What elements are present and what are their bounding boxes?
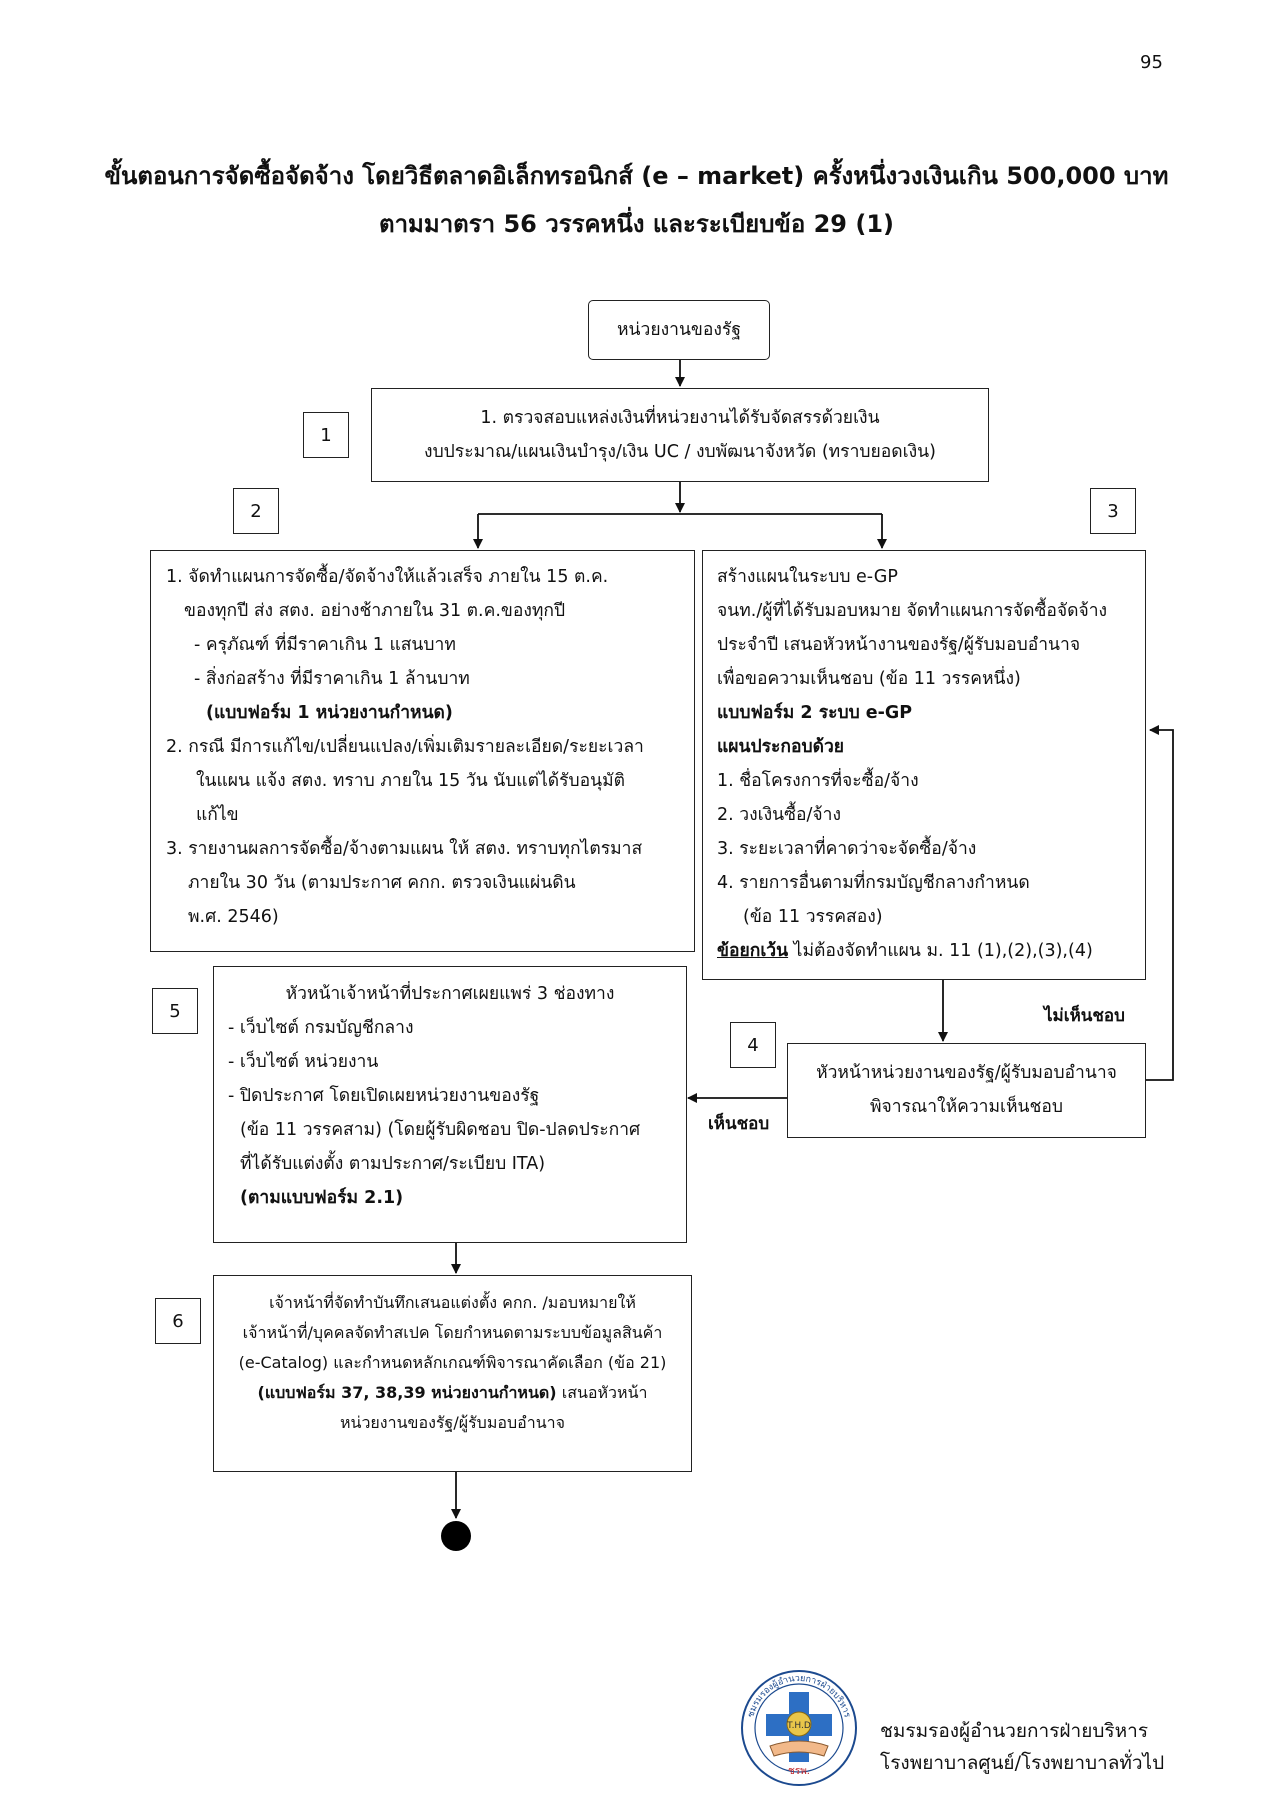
step3-number: 3 [1090,488,1136,534]
step1-line: 1. ตรวจสอบแหล่งเงินที่หน่วยงานได้รับจัดส… [480,408,880,428]
step6-box: เจ้าหน้าที่จัดทำบันทึกเสนอแต่งตั้ง คกก. … [213,1275,692,1472]
step6-line: เสนอหัวหน้า [561,1383,648,1402]
step6-line: เจ้าหน้าที่/บุคคลจัดทำสเปค โดยกำหนดตามระ… [242,1323,663,1342]
step1-box: 1. ตรวจสอบแหล่งเงินที่หน่วยงานได้รับจัดส… [371,388,989,482]
step3-line: 3. ระยะเวลาที่คาดว่าจะจัดซื้อ/จ้าง [717,839,977,859]
club-logo-icon: ชมรมรองผู้อำนวยการฝ่ายบริหาร T.H.D ชรพ. [741,1670,857,1786]
step2-line: ของทุกปี ส่ง สตง. อย่างช้าภายใน 31 ต.ค.ข… [184,601,566,621]
step3-line: แผนประกอบด้วย [717,737,845,757]
step5-line: - เว็บไซต์ กรมบัญชีกลาง [228,1018,414,1038]
step2-line: 1. จัดทำแผนการจัดซื้อ/จัดจ้างให้แล้วเสร็… [166,567,609,587]
step6-number: 6 [155,1298,201,1344]
step6-line: เจ้าหน้าที่จัดทำบันทึกเสนอแต่งตั้ง คกก. … [269,1293,636,1312]
logo-center-text: T.H.D [786,1721,811,1731]
step5-line: ที่ได้รับแต่งตั้ง ตามประกาศ/ระเบียบ ITA) [240,1154,546,1174]
step2-line: ในแผน แจ้ง สตง. ทราบ ภายใน 15 วัน นับแต่… [196,771,625,791]
label-disapprove: ไม่เห็นชอบ [1044,1006,1125,1026]
step1-line: งบประมาณ/แผนเงินบำรุง/เงิน UC / งบพัฒนาจ… [424,442,936,462]
step3-line: 4. รายการอื่นตามที่กรมบัญชีกลางกำหนด [717,873,1030,893]
step5-number: 5 [152,988,198,1034]
step2-line: แก้ไข [196,805,239,825]
step6-bold-form: (แบบฟอร์ม 37, 38,39 หน่วยงานกำหนด) [257,1383,557,1402]
step2-line: (แบบฟอร์ม 1 หน่วยงานกำหนด) [206,703,453,723]
step6-line: หน่วยงานของรัฐ/ผู้รับมอบอำนาจ [339,1413,566,1432]
step2-number: 2 [233,488,279,534]
page-number: 95 [1140,52,1163,73]
step2-line: 3. รายงานผลการจัดซื้อ/จ้างตามแผน ให้ สตง… [166,839,643,859]
step2-box: 1. จัดทำแผนการจัดซื้อ/จัดจ้างให้แล้วเสร็… [150,550,695,952]
step5-line: หัวหน้าเจ้าหน้าที่ประกาศเผยแพร่ 3 ช่องทา… [285,984,615,1004]
step3-line: (ข้อ 11 วรรคสอง) [743,907,883,927]
step2-line: 2. กรณี มีการแก้ไข/เปลี่ยนแปลง/เพิ่มเติม… [166,737,644,757]
step5-line: (ตามแบบฟอร์ม 2.1) [240,1188,404,1208]
step5-box: หัวหน้าเจ้าหน้าที่ประกาศเผยแพร่ 3 ช่องทา… [213,966,687,1243]
step5-line: - เว็บไซต์ หน่วยงาน [228,1052,379,1072]
step2-line: - สิ่งก่อสร้าง ที่มีราคาเกิน 1 ล้านบาท [194,669,470,689]
start-label: หน่วยงานของรัฐ [617,320,741,340]
step6-line: (e-Catalog) และกำหนดหลักเกณฑ์พิจารณาคัดเ… [238,1353,667,1372]
step6-line-form: (แบบฟอร์ม 37, 38,39 หน่วยงานกำหนด) เสนอห… [214,1378,691,1408]
step3-box: สร้างแผนในระบบ e-GP จนท./ผู้ที่ได้รับมอบ… [702,550,1146,980]
step3-line: 2. วงเงินซื้อ/จ้าง [717,805,842,825]
label-approve: เห็นชอบ [708,1114,770,1134]
step4-line: หัวหน้าหน่วยงานของรัฐ/ผู้รับมอบอำนาจ [816,1063,1117,1083]
step2-line: พ.ศ. 2546) [188,907,279,927]
step4-line: พิจารณาให้ความเห็นชอบ [869,1097,1064,1117]
footer-line-2: โรงพยาบาลศูนย์/โรงพยาบาลทั่วไป [880,1752,1165,1774]
step3-line: 1. ชื่อโครงการที่จะซื้อ/จ้าง [717,771,919,791]
page-title-line-2: ตามมาตรา 56 วรรคหนึ่ง และระเบียบข้อ 29 (… [378,210,894,238]
step3-line: แบบฟอร์ม 2 ระบบ e-GP [717,703,913,723]
step2-line: - ครุภัณฑ์ ที่มีราคาเกิน 1 แสนบาท [194,635,456,655]
step5-line: - ปิดประกาศ โดยเปิดเผยหน่วยงานของรัฐ [228,1086,540,1106]
step4-box: หัวหน้าหน่วยงานของรัฐ/ผู้รับมอบอำนาจ พิจ… [787,1043,1146,1138]
step3-line: สร้างแผนในระบบ e-GP [717,567,898,587]
loop-disapprove [1146,725,1174,1081]
exception-text: ไม่ต้องจัดทำแผน ม. 11 (1),(2),(3),(4) [788,941,1093,961]
start-box: หน่วยงานของรัฐ [588,300,770,360]
step5-line: (ข้อ 11 วรรคสาม) (โดยผู้รับผิดชอบ ปิด-ปล… [240,1120,641,1140]
logo-bottom-text: ชรพ. [788,1766,810,1777]
step3-exception: ข้อยกเว้น ไม่ต้องจัดทำแผน ม. 11 (1),(2),… [717,934,1145,968]
step1-number: 1 [303,412,349,458]
step2-line: ภายใน 30 วัน (ตามประกาศ คกก. ตรวจเงินแผ่… [188,873,576,893]
step4-number: 4 [730,1022,776,1068]
exception-label: ข้อยกเว้น [717,941,789,961]
step3-line: จนท./ผู้ที่ได้รับมอบหมาย จัดทำแผนการจัดซ… [717,601,1108,621]
step3-line: เพื่อขอความเห็นชอบ (ข้อ 11 วรรคหนึ่ง) [717,669,1021,689]
flow-end-node [441,1521,471,1551]
page-title-line-1: ขั้นตอนการจัดซื้อจัดจ้าง โดยวิธีตลาดอิเล… [104,162,1169,190]
step3-line: ประจำปี เสนอหัวหน้างานของรัฐ/ผู้รับมอบอำ… [717,635,1081,655]
footer-line-1: ชมรมรองผู้อำนวยการฝ่ายบริหาร [880,1720,1149,1742]
